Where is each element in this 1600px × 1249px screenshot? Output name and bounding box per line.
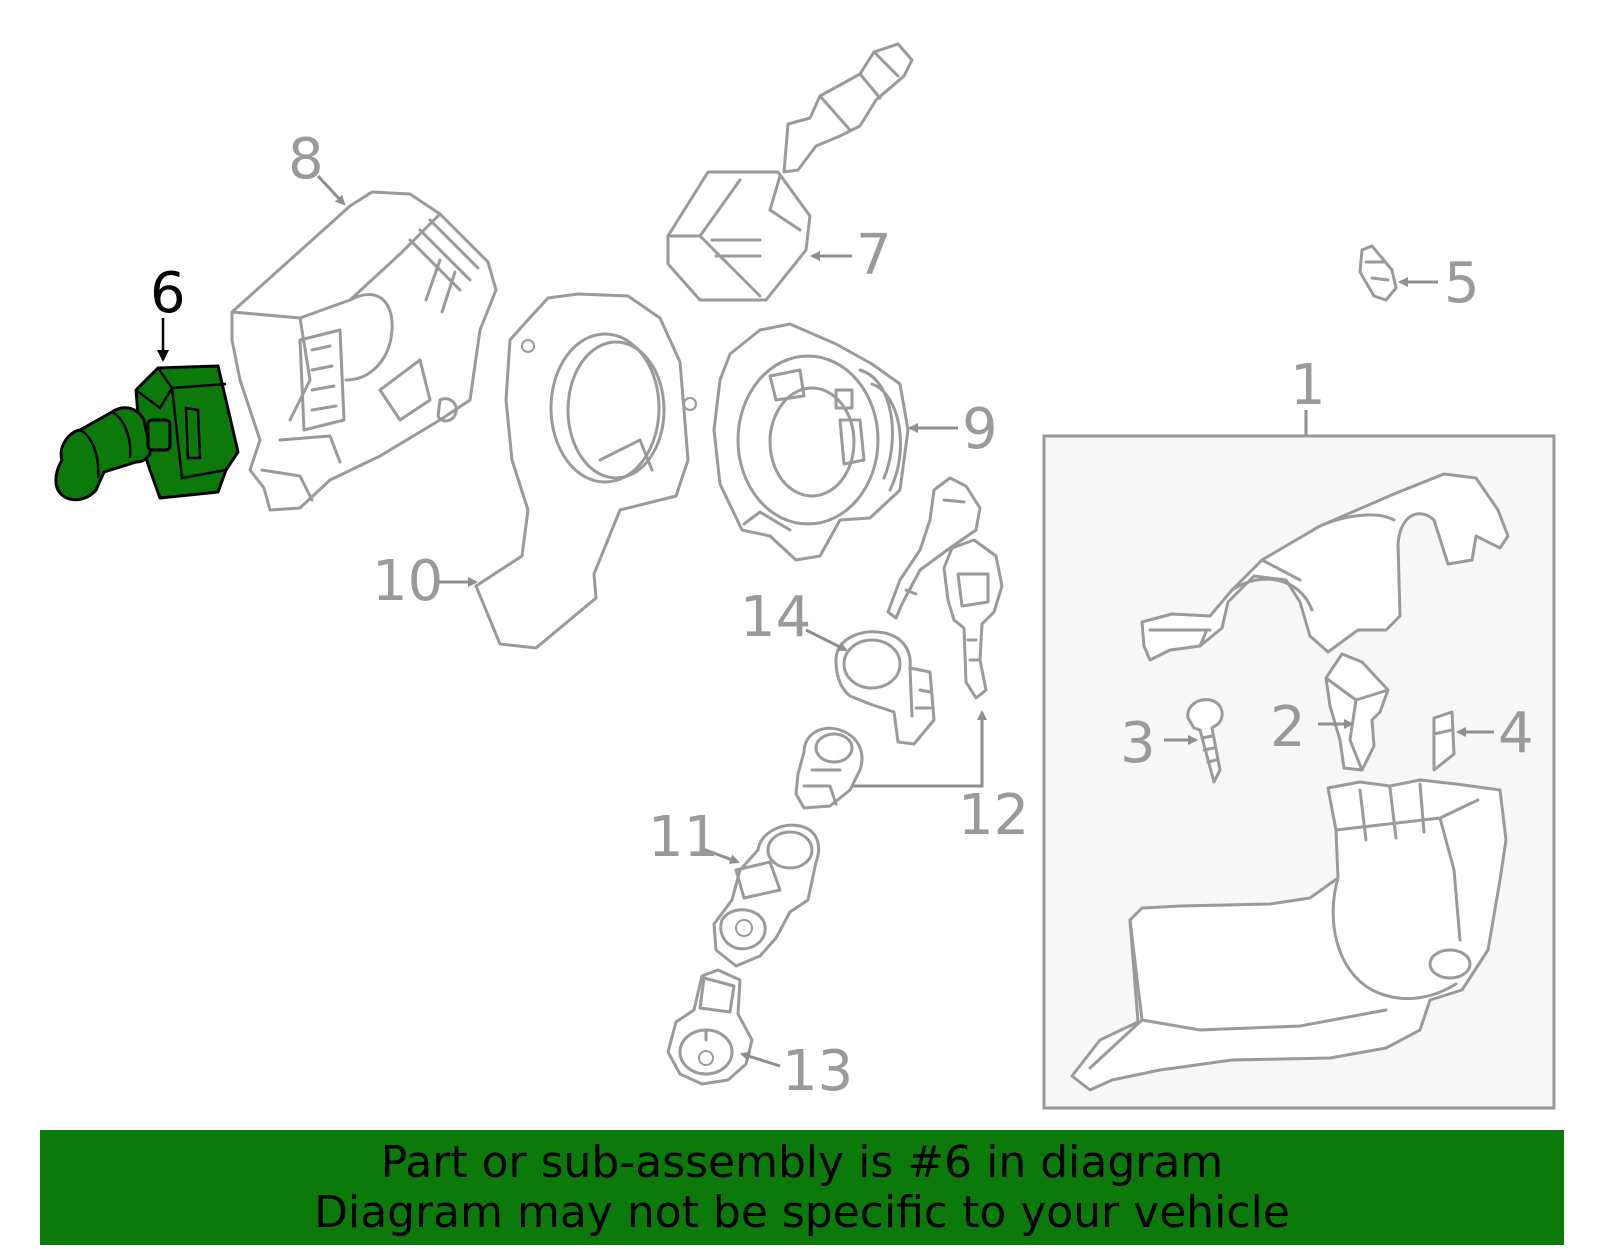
part-11-lock[interactable] bbox=[712, 823, 821, 968]
callout-8: 8 bbox=[288, 127, 324, 192]
callout-12: 12 bbox=[958, 783, 1029, 848]
part-5-clip[interactable] bbox=[1358, 244, 1398, 302]
part-7-wiper-switch[interactable] bbox=[666, 42, 914, 302]
part-1-upper-cover[interactable] bbox=[1140, 472, 1510, 662]
part-3-screw[interactable] bbox=[1186, 698, 1224, 784]
callout-3: 3 bbox=[1120, 711, 1156, 776]
leader-12 bbox=[852, 710, 987, 788]
part-4-clip[interactable] bbox=[1432, 710, 1456, 772]
part-1-lower-cover[interactable] bbox=[1070, 778, 1508, 1092]
part-12-keys[interactable] bbox=[886, 476, 1004, 700]
callout-10: 10 bbox=[372, 549, 443, 614]
part-12-cylinder[interactable] bbox=[794, 726, 864, 810]
part-8-column-cover[interactable] bbox=[230, 190, 498, 512]
part-6-switch[interactable] bbox=[54, 364, 240, 502]
callout-6: 6 bbox=[150, 261, 186, 326]
banner-line-1: Part or sub-assembly is #6 in diagram bbox=[380, 1136, 1224, 1188]
leader-8 bbox=[316, 174, 346, 206]
callout-9: 9 bbox=[962, 397, 998, 462]
callout-5: 5 bbox=[1444, 251, 1480, 316]
leader-14 bbox=[805, 628, 848, 652]
part-10-plate[interactable] bbox=[474, 292, 697, 650]
callout-13: 13 bbox=[782, 1039, 853, 1104]
part-13-ignition-switch[interactable] bbox=[666, 968, 754, 1086]
part-9-clock-spring[interactable] bbox=[712, 322, 910, 562]
part-2-bracket[interactable] bbox=[1324, 652, 1390, 772]
leader-11 bbox=[699, 846, 740, 864]
callout-1: 1 bbox=[1290, 353, 1326, 418]
info-banner: Part or sub-assembly is #6 in diagram Di… bbox=[40, 1130, 1564, 1245]
part-14-ring[interactable] bbox=[834, 630, 936, 746]
callout-14: 14 bbox=[740, 585, 811, 650]
callout-2: 2 bbox=[1270, 695, 1306, 760]
callout-11: 11 bbox=[648, 805, 719, 870]
callout-4: 4 bbox=[1498, 701, 1534, 766]
callout-7: 7 bbox=[856, 223, 892, 288]
banner-line-2: Diagram may not be specific to your vehi… bbox=[314, 1186, 1290, 1238]
leader-13 bbox=[740, 1051, 781, 1068]
